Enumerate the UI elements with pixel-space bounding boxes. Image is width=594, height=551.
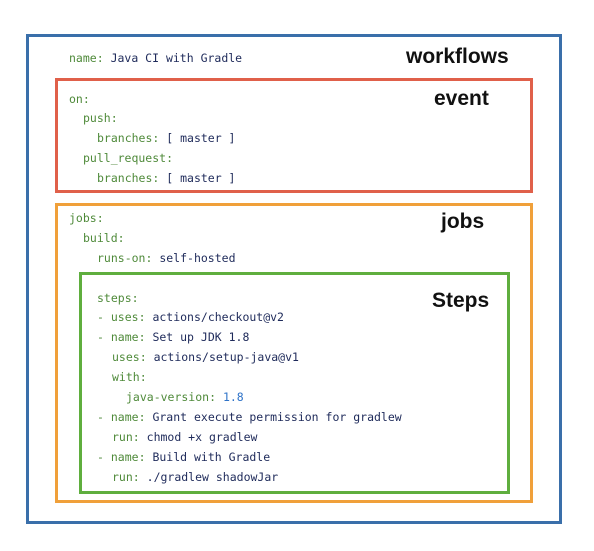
code-line-push: push: bbox=[83, 110, 118, 126]
code-value: actions/checkout@v2 bbox=[152, 310, 284, 324]
code-key: pull_request: bbox=[83, 151, 174, 165]
code-line-step4-name: - name: Build with Gradle bbox=[97, 449, 270, 465]
code-value: [ master ] bbox=[166, 131, 236, 145]
steps-heading: Steps bbox=[432, 289, 490, 312]
code-line-pr-branches: branches: [ master ] bbox=[97, 170, 236, 186]
code-key: java-version: bbox=[126, 390, 217, 404]
code-dash: - bbox=[97, 410, 104, 424]
code-line-step2-with: with: bbox=[112, 369, 147, 385]
code-key: uses: bbox=[112, 350, 147, 364]
code-key: push: bbox=[83, 111, 118, 125]
code-key: steps: bbox=[97, 291, 139, 305]
code-line-step1-uses: - uses: actions/checkout@v2 bbox=[97, 309, 284, 325]
code-line-step3-name: - name: Grant execute permission for gra… bbox=[97, 409, 402, 425]
code-line-push-branches: branches: [ master ] bbox=[97, 130, 236, 146]
code-dash: - bbox=[97, 310, 104, 324]
code-line-jobs: jobs: bbox=[69, 210, 104, 226]
code-value: Grant execute permission for gradlew bbox=[152, 410, 402, 424]
jobs-box bbox=[55, 203, 533, 503]
steps-box bbox=[79, 272, 510, 494]
code-line-step2-java-version: java-version: 1.8 bbox=[126, 389, 244, 405]
code-line-step3-run: run: chmod +x gradlew bbox=[112, 429, 257, 445]
workflows-box bbox=[26, 34, 562, 524]
code-key: branches: bbox=[97, 171, 160, 185]
code-key: with: bbox=[112, 370, 147, 384]
code-line-step2-name: - name: Set up JDK 1.8 bbox=[97, 329, 249, 345]
code-line-pull-request: pull_request: bbox=[83, 150, 173, 166]
code-key: name: bbox=[110, 330, 146, 344]
code-key: run: bbox=[112, 430, 140, 444]
code-dash: - bbox=[97, 330, 104, 344]
code-value: Build with Gradle bbox=[152, 450, 271, 464]
code-line-step4-run: run: ./gradlew shadowJar bbox=[112, 469, 278, 485]
code-line-name: name: Java CI with Gradle bbox=[69, 50, 242, 66]
code-key: name: bbox=[110, 410, 146, 424]
code-key: name: bbox=[110, 450, 146, 464]
code-line-build: build: bbox=[83, 230, 125, 246]
code-key: on: bbox=[69, 92, 90, 106]
code-key: build: bbox=[83, 231, 125, 245]
code-key: run: bbox=[112, 470, 140, 484]
code-key: runs-on: bbox=[97, 251, 153, 265]
event-heading: event bbox=[434, 87, 489, 110]
code-value: Set up JDK 1.8 bbox=[152, 330, 250, 344]
code-key: branches: bbox=[97, 131, 160, 145]
code-key: name: bbox=[69, 51, 104, 65]
code-value: Java CI with Gradle bbox=[110, 51, 243, 65]
code-key: uses: bbox=[110, 310, 146, 324]
code-value: self-hosted bbox=[159, 251, 236, 265]
code-line-on: on: bbox=[69, 91, 90, 107]
code-value: chmod +x gradlew bbox=[146, 430, 258, 444]
workflows-heading: workflows bbox=[406, 45, 509, 68]
code-line-runs-on: runs-on: self-hosted bbox=[97, 250, 236, 266]
code-value: ./gradlew shadowJar bbox=[146, 470, 279, 484]
code-value: [ master ] bbox=[166, 171, 236, 185]
jobs-heading: jobs bbox=[441, 210, 485, 233]
code-dash: - bbox=[97, 450, 104, 464]
code-key: jobs: bbox=[69, 211, 104, 225]
code-value: 1.8 bbox=[222, 390, 244, 404]
code-line-step2-uses: uses: actions/setup-java@v1 bbox=[112, 349, 299, 365]
code-line-steps: steps: bbox=[97, 290, 139, 306]
event-box bbox=[55, 78, 533, 193]
code-value: actions/setup-java@v1 bbox=[153, 350, 299, 364]
